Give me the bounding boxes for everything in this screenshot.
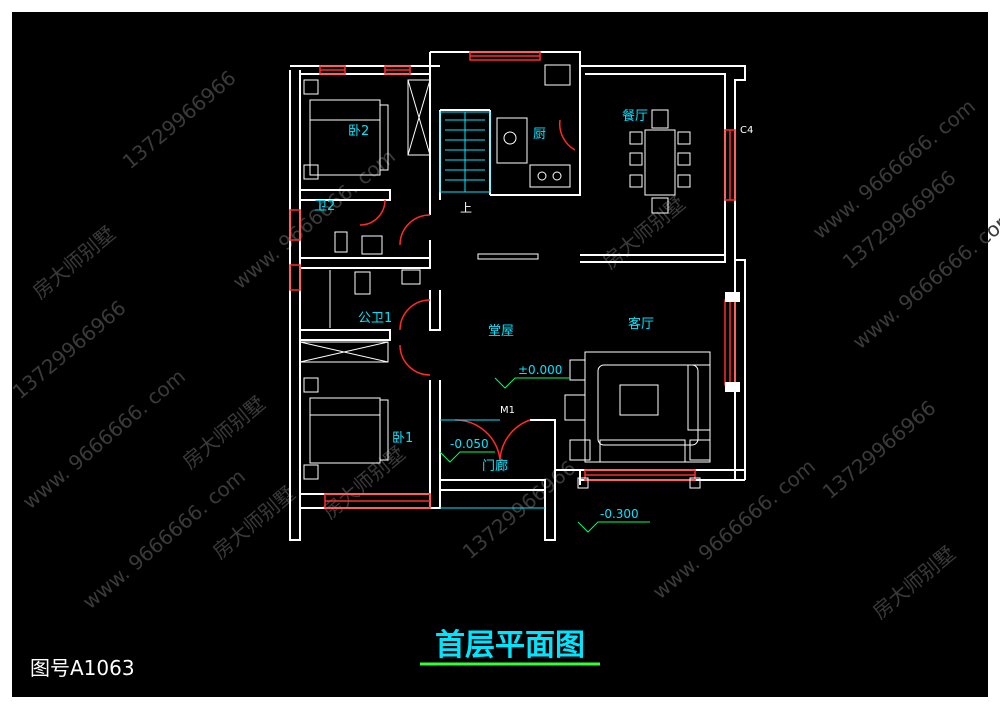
stair — [439, 111, 491, 193]
watermark-phone: 13729966966 — [8, 295, 131, 403]
watermark-brand: 房大师别墅 — [28, 221, 120, 304]
room-label-hall: 堂屋 — [488, 324, 514, 339]
watermark-phone: 13729966966 — [118, 65, 241, 173]
annotation-labels: C4 M1 上 ±0.000 -0.050 -0.300 — [450, 125, 753, 521]
room-label-porch: 门廊 — [482, 458, 508, 474]
watermark-brand: 房大师别墅 — [868, 541, 960, 624]
watermark-phone: 13729966966 — [458, 455, 581, 563]
watermark-site: www. 9666666. com — [848, 204, 1000, 354]
room-label-dining: 餐厅 — [622, 108, 648, 124]
drawing-number: 图号A1063 — [30, 656, 135, 680]
watermark-layer: 房大师别墅 房大师别墅 房大师别墅 房大师别墅 房大师别墅 房大师别墅 1372… — [8, 65, 1000, 623]
cad-canvas — [12, 12, 988, 697]
drawing-title: 首层平面图 — [435, 628, 585, 663]
room-label-public-bath: 公卫1 — [358, 311, 392, 326]
window-label-c4: C4 — [740, 125, 753, 136]
level-porch: -0.050 — [450, 437, 489, 451]
watermark-site: www. 9666666. com — [228, 144, 400, 294]
room-label-kitchen: 厨 — [533, 127, 546, 142]
door-label-m1: M1 — [500, 405, 515, 416]
room-label-bedroom1: 卧1 — [392, 431, 413, 446]
watermark-brand: 房大师别墅 — [178, 391, 270, 474]
level-hall: ±0.000 — [518, 363, 562, 377]
room-label-living: 客厅 — [628, 316, 654, 332]
level-outdoor: -0.300 — [600, 507, 639, 521]
room-labels: 卧2 卫2 厨 餐厅 公卫1 堂屋 客厅 卧1 门廊 — [314, 108, 654, 474]
watermark-site: www. 9666666. com — [648, 454, 820, 604]
furniture — [299, 64, 740, 489]
bed-icon — [309, 397, 381, 464]
level-markers — [439, 377, 650, 533]
watermark-brand: 房大师别墅 — [318, 441, 410, 524]
room-label-bathroom2: 卫2 — [314, 199, 335, 214]
porch-lines — [440, 419, 545, 509]
stair-up-label: 上 — [460, 201, 472, 215]
room-label-bedroom2: 卧2 — [348, 124, 369, 139]
watermark-phone: 13729966966 — [818, 395, 941, 503]
dining-table-icon — [644, 129, 676, 196]
doors — [359, 119, 576, 461]
walls — [289, 51, 746, 541]
